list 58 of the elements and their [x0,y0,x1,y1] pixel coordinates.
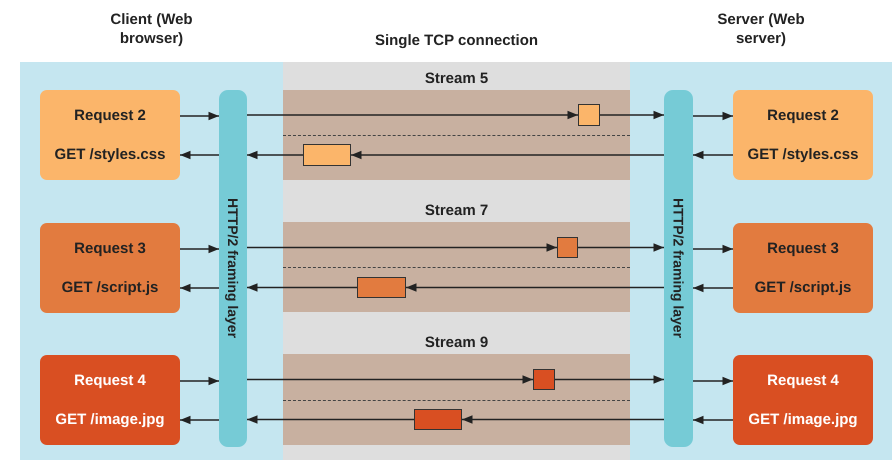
request-path: GET /styles.css [54,146,166,163]
arrow [180,112,219,120]
arrow [693,112,733,120]
request-path: GET /image.jpg [55,411,165,428]
column-heading: Server (Web server) [716,10,806,48]
column-heading: Single TCP connection [374,31,540,50]
layer-label: HTTP/2 framing layer [670,198,686,339]
frame-block [414,409,462,430]
layer-label: HTTP/2 framing layer [225,198,241,339]
stream-title: Stream 9 [424,333,490,352]
request-path: GET /script.js [62,279,158,296]
arrow [693,416,733,424]
request-box [733,355,873,445]
arrow [600,110,664,120]
arrow [180,244,219,254]
request-box [733,223,873,313]
request-path: GET /script.js [754,279,852,296]
frame-block [578,104,600,126]
frame-block [557,237,578,258]
request-path: GET /styles.css [748,146,858,163]
arrow [351,150,664,160]
arrow [462,415,664,424]
arrow [247,375,533,384]
request-box [40,223,180,313]
arrow [555,375,664,384]
arrow [180,284,219,292]
stream-title: Stream 7 [424,201,490,220]
arrow [693,150,733,160]
column-heading: Client (Web browser) [109,10,194,48]
request-box [733,90,873,180]
arrow [180,416,219,424]
frame-block [303,144,351,166]
arrow [406,283,664,292]
frame-block [533,369,555,390]
arrow [693,244,733,254]
framing-layer-bar [219,90,247,447]
arrow [693,284,733,292]
request-label: Request 2 [74,107,146,124]
request-box [40,90,180,180]
arrow [247,243,557,252]
arrow [247,150,303,160]
arrow [247,110,578,120]
arrow [693,376,733,386]
framing-layer-bar [664,90,693,447]
arrow [247,415,414,424]
stream-title: Stream 5 [424,69,490,88]
arrow [578,243,664,252]
arrow [180,376,219,386]
request-label: Request 3 [767,240,839,257]
arrow [180,150,219,160]
request-path: GET /image.jpg [748,411,858,428]
frame-block [357,277,406,298]
request-label: Request 4 [74,372,146,389]
request-label: Request 3 [74,240,146,257]
arrow [247,283,357,292]
request-label: Request 4 [767,372,839,389]
request-box [40,355,180,445]
request-label: Request 2 [767,107,839,124]
